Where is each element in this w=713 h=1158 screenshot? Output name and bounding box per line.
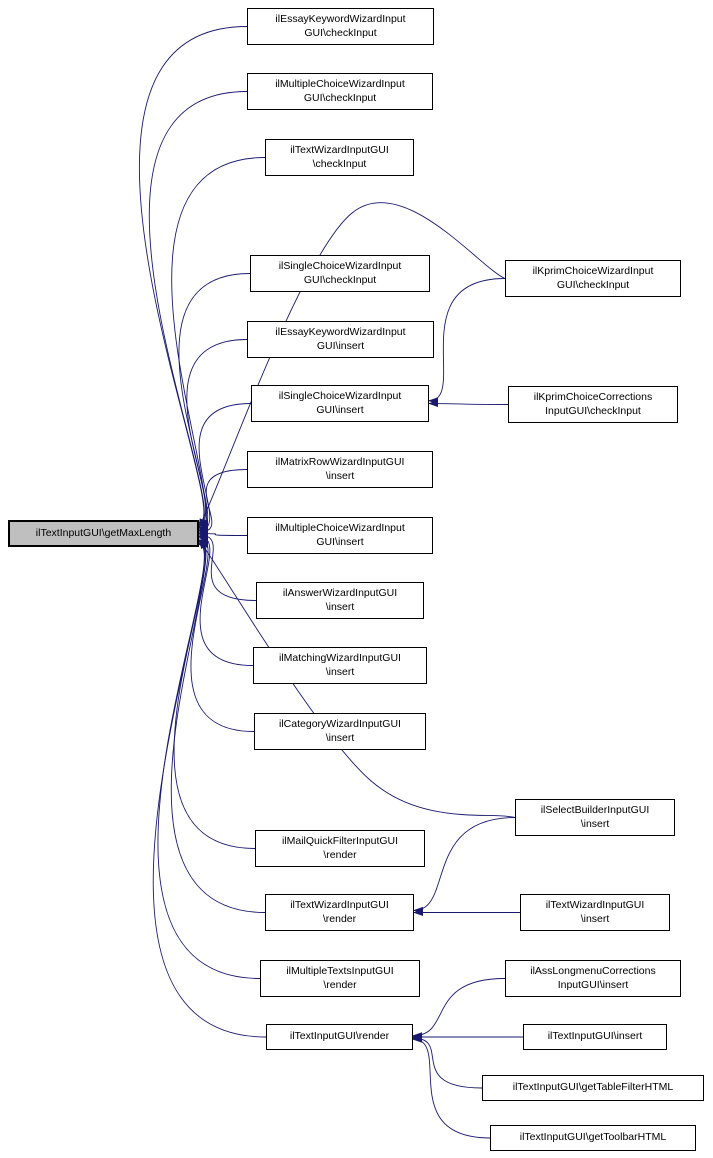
node-label-line: ilKprimChoiceCorrections	[533, 391, 653, 404]
node-label-line: ilTextInputGUI\render	[289, 1030, 390, 1043]
node-catInsert[interactable]: ilCategoryWizardInputGUI\insert	[254, 713, 426, 750]
edge-toolbar-tiRender	[412, 1035, 491, 1139]
node-label-line: GUI\insert	[316, 339, 365, 352]
node-label-line: GUI\insert	[316, 403, 364, 416]
node-tableFilter[interactable]: ilTextInputGUI\getTableFilterHTML	[482, 1075, 704, 1101]
node-label-line: \insert	[325, 665, 355, 678]
node-label-line: ilMatrixRowWizardInputGUI	[275, 456, 405, 469]
node-label-line: InputGUI\insert	[557, 978, 629, 991]
node-label-line: ilTextWizardInputGUI	[545, 899, 645, 912]
node-label-line: \insert	[325, 600, 355, 613]
node-matrixInsert[interactable]: ilMatrixRowWizardInputGUI\insert	[247, 451, 433, 488]
node-label-line: ilTextInputGUI\getTableFilterHTML	[512, 1081, 674, 1094]
node-label-line: GUI\checkInput	[556, 278, 630, 291]
edge-answerInsert-getMaxLength	[198, 531, 257, 601]
edge-scCheck-getMaxLength	[178, 273, 251, 532]
edge-kprimCheck-scInsert	[428, 278, 506, 405]
node-getMaxLength[interactable]: ilTextInputGUI\getMaxLength	[8, 520, 199, 547]
edge-kprimCorr-scInsert	[428, 400, 509, 408]
node-label-line: ilMultipleChoiceWizardInput	[275, 522, 405, 535]
node-label-line: ilTextInputGUI\insert	[547, 1030, 643, 1043]
edge-tiRender-getMaxLength	[152, 541, 267, 1038]
edge-tableFilter-tiRender	[412, 1034, 483, 1089]
node-label-line: ilSingleChoiceWizardInput	[278, 260, 402, 273]
node-mailRender[interactable]: ilMailQuickFilterInputGUI\render	[255, 830, 425, 867]
edge-kprimCheck-getMaxLength	[198, 202, 506, 529]
node-label-line: ilEssayKeywordWizardInput	[275, 326, 406, 339]
node-twCheck[interactable]: ilTextWizardInputGUI\checkInput	[265, 139, 414, 176]
edge-assLongmenu-tiRender	[412, 978, 506, 1040]
node-label-line: GUI\checkInput	[303, 91, 377, 104]
node-label-line: \render	[323, 978, 357, 991]
edge-selectBuilder-getMaxLength	[198, 538, 516, 818]
node-answerInsert[interactable]: ilAnswerWizardInputGUI\insert	[256, 582, 424, 619]
node-label-line: ilTextInputGUI\getToolbarHTML	[519, 1131, 667, 1144]
node-label-line: ilMultipleChoiceWizardInput	[275, 78, 405, 91]
node-label-line: \render	[322, 912, 357, 925]
node-selectBuilder[interactable]: ilSelectBuilderInputGUI\insert	[515, 799, 675, 836]
node-label-line: InputGUI\checkInput	[545, 404, 641, 417]
node-label-line: ilAnswerWizardInputGUI	[282, 587, 398, 600]
node-toolbar[interactable]: ilTextInputGUI\getToolbarHTML	[490, 1125, 696, 1151]
node-label-line: ilAssLongmenuCorrections	[530, 965, 656, 978]
node-label-line: ilSingleChoiceWizardInput	[278, 390, 402, 403]
node-label-line: \insert	[580, 817, 610, 830]
node-label-line: \checkInput	[312, 157, 367, 170]
edge-selectBuilder-twRender	[413, 817, 516, 914]
node-label-line: \insert	[325, 731, 355, 744]
node-label-line: \insert	[325, 469, 355, 482]
edge-mtRender-getMaxLength	[157, 539, 261, 979]
node-label-line: ilSelectBuilderInputGUI	[540, 804, 650, 817]
node-label-line: ilTextWizardInputGUI	[290, 899, 389, 912]
edge-essayInsert-getMaxLength	[186, 339, 248, 533]
node-label-line: ilCategoryWizardInputGUI	[279, 718, 401, 731]
edge-matrixInsert-getMaxLength	[198, 469, 248, 536]
node-matchInsert[interactable]: ilMatchingWizardInputGUI\insert	[253, 647, 427, 684]
edge-mcCheck-getMaxLength	[148, 91, 248, 528]
edge-matchInsert-getMaxLength	[198, 532, 254, 666]
edge-mcInsert-getMaxLength	[198, 530, 248, 538]
edge-twRender-getMaxLength	[170, 538, 266, 913]
node-label-line: GUI\checkInput	[303, 273, 377, 286]
node-label-line: ilTextInputGUI\getMaxLength	[35, 526, 172, 539]
node-label-line: ilEssayKeywordWizardInput	[275, 13, 406, 26]
node-twInsert[interactable]: ilTextWizardInputGUI\insert	[520, 894, 670, 931]
node-label-line: \insert	[580, 912, 610, 925]
edge-scInsert-getMaxLength	[198, 403, 252, 535]
edge-catInsert-getMaxLength	[190, 534, 255, 732]
node-label-line: ilKprimChoiceWizardInput	[532, 265, 654, 278]
node-label-line: ilTextWizardInputGUI	[290, 144, 389, 157]
node-label-line: \render	[323, 848, 357, 861]
edge-twCheck-getMaxLength	[171, 157, 266, 529]
node-tiRender[interactable]: ilTextInputGUI\render	[266, 1024, 413, 1050]
node-twRender[interactable]: ilTextWizardInputGUI\render	[265, 894, 414, 931]
node-label-line: GUI\insert	[316, 535, 364, 548]
node-label-line: ilMatchingWizardInputGUI	[279, 652, 401, 665]
node-label-line: ilMultipleTextsInputGUI	[286, 965, 394, 978]
node-tiInsert[interactable]: ilTextInputGUI\insert	[523, 1024, 667, 1050]
node-label-line: ilMailQuickFilterInputGUI	[281, 835, 399, 848]
node-mtRender[interactable]: ilMultipleTextsInputGUI\render	[260, 960, 420, 997]
node-label-line: GUI\checkInput	[304, 26, 377, 39]
